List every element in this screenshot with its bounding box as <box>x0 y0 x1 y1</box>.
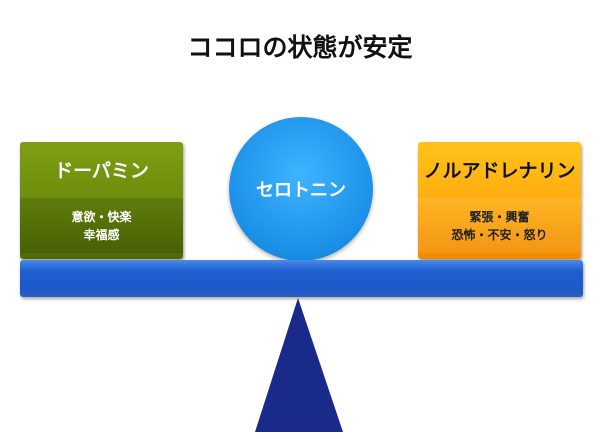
noradrenaline-effect-line: 緊張・興奮 <box>469 209 530 224</box>
noradrenaline-box: ノルアドレナリン 緊張・興奮 恐怖・不安・怒り <box>418 142 581 259</box>
dopamine-effect-line: 幸福感 <box>83 227 120 242</box>
serotonin-label: セロトニン <box>256 180 346 201</box>
noradrenaline-effects: 緊張・興奮 恐怖・不安・怒り <box>418 198 581 253</box>
balance-beam <box>20 260 583 297</box>
serotonin-circle: セロトニン <box>229 117 373 261</box>
diagram-title: ココロの状態が安定 <box>187 33 413 62</box>
noradrenaline-effect-line: 恐怖・不安・怒り <box>451 227 548 242</box>
fulcrum-shape <box>255 298 343 432</box>
dopamine-effect-line: 意欲・快楽 <box>71 209 132 224</box>
dopamine-box: ドーパミン 意欲・快楽 幸福感 <box>20 142 183 259</box>
dopamine-label: ドーパミン <box>54 160 149 182</box>
dopamine-effects: 意欲・快楽 幸福感 <box>20 198 183 253</box>
noradrenaline-label: ノルアドレナリン <box>423 160 576 182</box>
